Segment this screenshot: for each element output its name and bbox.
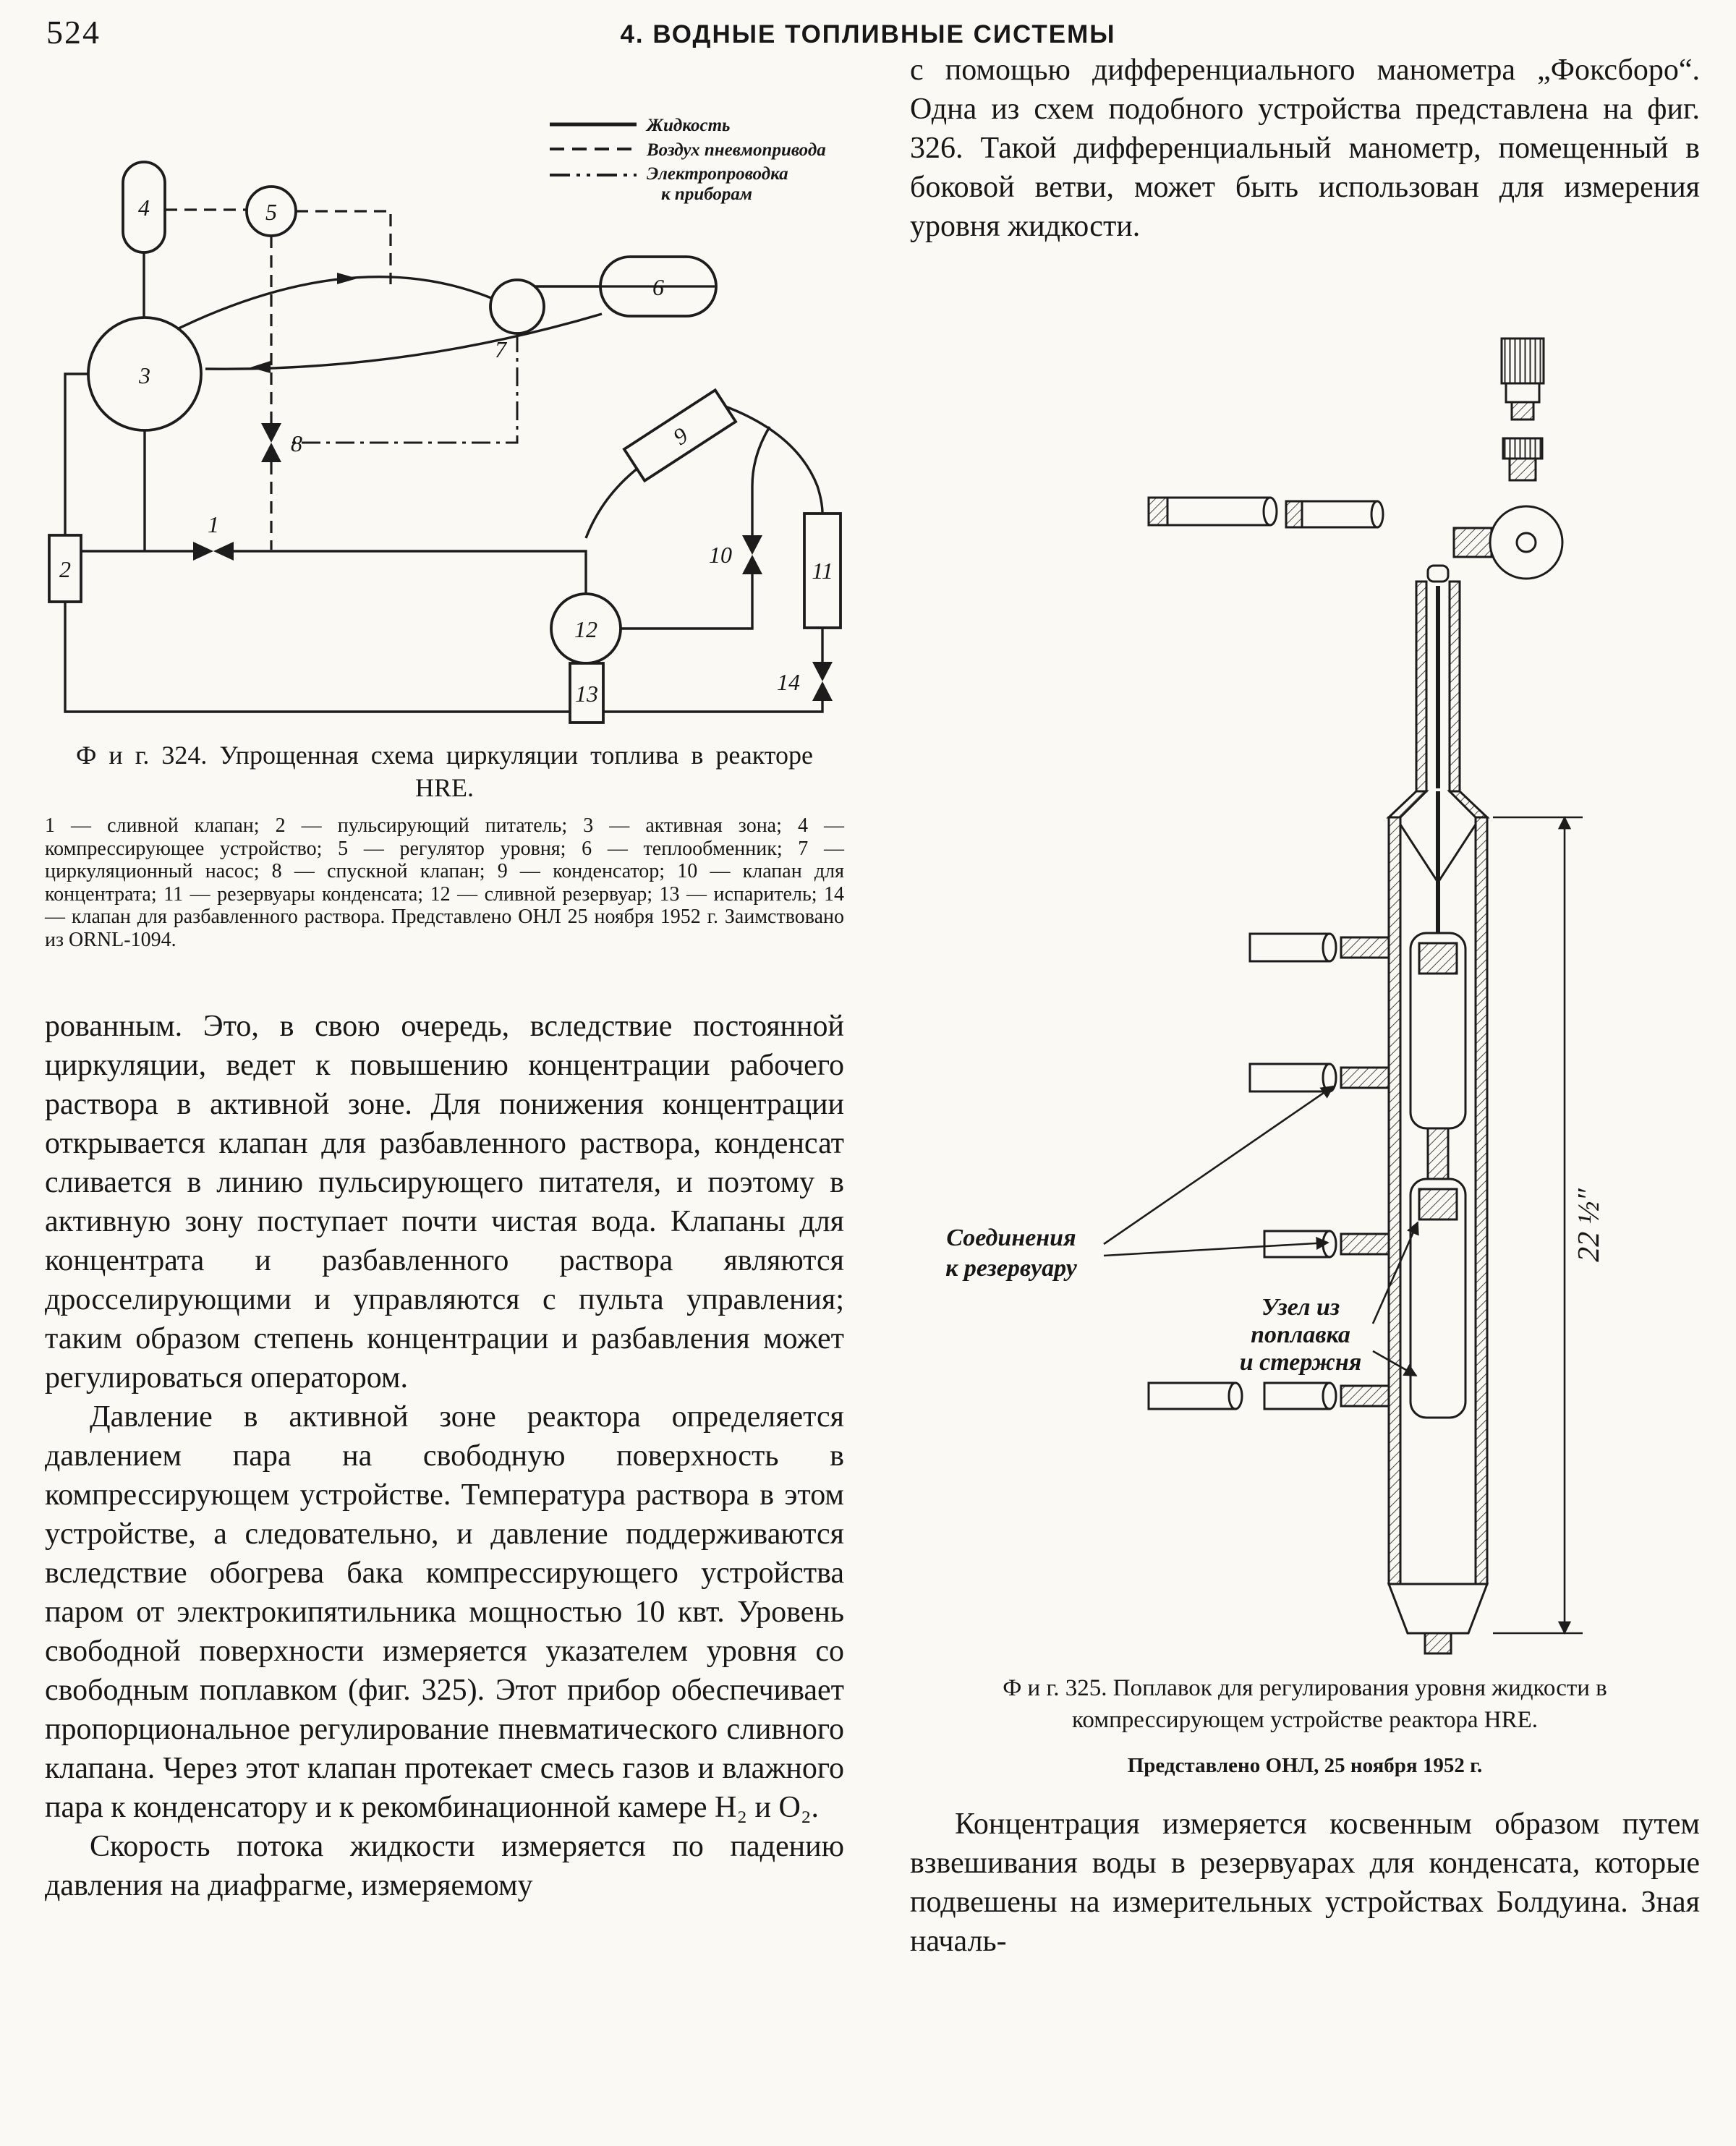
valves <box>193 423 833 701</box>
level-regulator-5 <box>245 185 297 237</box>
running-header: 4. ВОДНЫЕ ТОПЛИВНЫЕ СИСТЕМЫ <box>620 20 1116 48</box>
dimension-22half <box>1493 816 1583 1635</box>
components <box>48 161 842 724</box>
legend-label-electric-1: Электропроводка <box>647 164 788 184</box>
svg-text:Узел из: Узел из <box>1261 1294 1340 1321</box>
callout-connections: Соединения к резервуару <box>945 1085 1335 1282</box>
svg-text:поплавка: поплавка <box>1251 1321 1350 1348</box>
reservoir-connections <box>1147 932 1390 1410</box>
legend-labels: Жидкость Воздух пневмопривода Электропро… <box>645 116 826 204</box>
float-lower <box>1409 1178 1467 1419</box>
label-5: 5 <box>265 199 277 225</box>
valve-14 <box>812 662 833 701</box>
legend-label-electric-2: к приборам <box>661 184 752 204</box>
svg-text:к резервуару: к резервуару <box>945 1255 1078 1282</box>
valve-8 <box>261 423 281 462</box>
electric-line <box>291 333 519 444</box>
flow-arrows <box>250 273 357 373</box>
figure-325-credit: Представлено ОНЛ, 25 ноября 1952 г. <box>1127 1754 1483 1777</box>
funnel <box>1399 824 1477 885</box>
packing-nut <box>1502 437 1544 482</box>
shoulder-left <box>1386 790 1429 819</box>
float-upper <box>1409 932 1467 1130</box>
pressurizer-4 <box>122 161 166 254</box>
label-4: 4 <box>138 195 150 221</box>
label-3: 3 <box>138 362 150 388</box>
valve-10 <box>742 535 762 574</box>
figure-324-schematic: Жидкость Воздух пневмопривода Электропро… <box>48 116 842 724</box>
right-column-text-top: с помощью дифференциального манометра „Ф… <box>910 51 1700 246</box>
dimension-text: 22 ½″ <box>1573 1188 1606 1262</box>
condenser-9 <box>622 388 738 483</box>
chamber-wall-right <box>1474 816 1489 1585</box>
callout-float-node: Узел из поплавка и стержня <box>1240 1221 1419 1377</box>
figure-324-legend-text: 1 — сливной клапан; 2 — пульсирующий пит… <box>45 814 844 951</box>
figure-325-drawing: 22 ½″ Соединения к резервуару Узел из по… <box>945 337 1606 1655</box>
bottom-nub <box>1424 1632 1452 1655</box>
label-2: 2 <box>59 556 71 582</box>
paragraph-left-2: Давление в активной зоне реактора опреде… <box>45 1400 844 1824</box>
label-11: 11 <box>812 558 833 584</box>
core-3 <box>87 316 203 432</box>
bottom-cone <box>1387 1583 1489 1635</box>
pivot-assembly <box>1452 505 1564 580</box>
component-numbers: 1 2 3 4 5 6 7 8 9 10 11 12 13 14 <box>59 195 833 707</box>
label-8: 8 <box>291 430 302 456</box>
paragraph-right-2: Концентрация измеряется косвенным образо… <box>910 1808 1700 1958</box>
guide-tube <box>1415 564 1461 793</box>
label-12: 12 <box>574 616 597 642</box>
svg-text:и стержня: и стержня <box>1240 1349 1362 1376</box>
label-14: 14 <box>777 669 800 695</box>
label-13: 13 <box>575 681 598 707</box>
figure-325-caption: Ф и г. 325. Поплавок для регулирования у… <box>1003 1675 1607 1733</box>
chamber-wall-left <box>1387 816 1402 1585</box>
paragraph-left-1: рованным. Это, в свою очередь, вследстви… <box>45 1010 844 1395</box>
label-10: 10 <box>709 542 732 568</box>
upper-rods <box>1147 496 1384 529</box>
legend-line-samples <box>550 122 637 176</box>
label-1: 1 <box>208 511 219 537</box>
float-link <box>1426 1127 1450 1180</box>
shoulder-right <box>1447 790 1490 819</box>
legend-label-liquid: Жидкость <box>645 116 730 135</box>
valve-1 <box>193 542 234 561</box>
paragraph-left-3: Скорость потока жидкости измеряется по п… <box>45 1830 844 1902</box>
legend-label-air: Воздух пневмопривода <box>646 140 826 160</box>
left-column-text: рованным. Это, в свою очередь, вследстви… <box>45 1007 844 1905</box>
svg-text:Соединения: Соединения <box>946 1225 1076 1251</box>
air-lines <box>165 208 392 550</box>
evaporator-13 <box>569 662 605 724</box>
knurled-cap <box>1500 337 1545 421</box>
circulation-pump-7 <box>489 278 545 335</box>
figure-324-caption: Ф и г. 324. Упрощенная схема циркуляции … <box>75 741 814 802</box>
right-column-text-bottom: Концентрация измеряется косвенным образо… <box>910 1805 1700 1961</box>
liquid-pipes <box>64 252 824 713</box>
page-number: 524 <box>46 14 101 51</box>
label-6: 6 <box>652 274 664 300</box>
condensate-tank-11 <box>803 512 842 629</box>
label-7: 7 <box>495 336 508 362</box>
pulse-feeder-2 <box>48 534 82 603</box>
paragraph-right-1: с помощью дифференциального манометра „Ф… <box>910 54 1700 243</box>
